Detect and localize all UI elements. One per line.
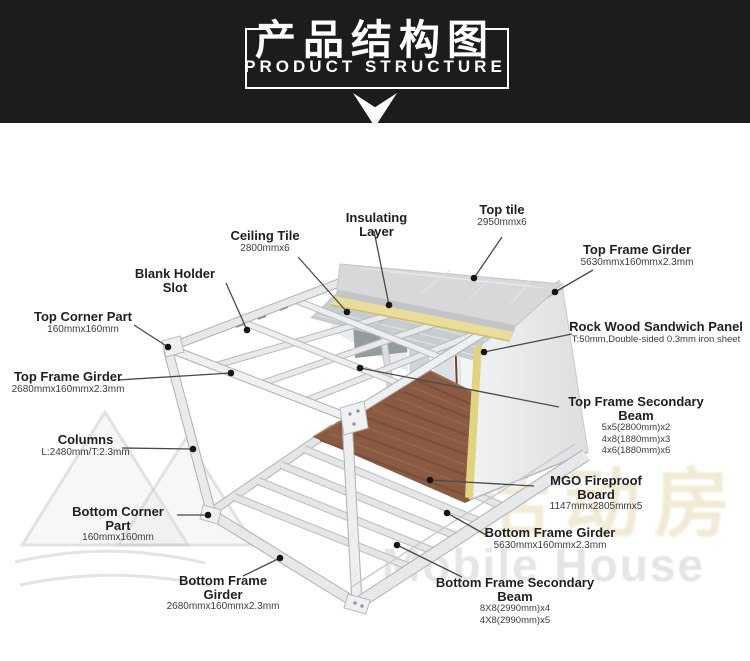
- label-bottom-frame-girder-right: Bottom Frame Girder 5630mmx160mmx2.3mm: [484, 526, 616, 552]
- page-title-english: PRODUCT STRUCTURE: [244, 57, 506, 76]
- label-spec: 2800mmx6: [240, 242, 290, 254]
- label-spec: 4x6(1880mm)x6: [601, 445, 671, 457]
- label-title: Top Frame Secondary Beam: [568, 394, 704, 423]
- label-mgo-fireproof-board: MGO Fireproof Board 1147mmx2805mmx5: [530, 474, 662, 514]
- label-spec: 160mmx160mm: [47, 323, 119, 335]
- label-rock-wool-sandwich-panel: Rock Wood Sandwich Panel T:50mm,Double-s…: [564, 320, 748, 346]
- label-top-frame-secondary-beam: Top Frame Secondary Beam 5x5(2800mm)x2 4…: [552, 395, 720, 456]
- label-title: Ceiling Tile: [230, 228, 300, 243]
- label-spec: 1147mmx2805mmx5: [549, 501, 643, 513]
- title-frame-border: [245, 28, 509, 89]
- label-title: Top tile: [479, 202, 525, 217]
- label-spec: 160mmx160mm: [82, 532, 154, 544]
- label-title: Blank Holder Slot: [134, 266, 216, 295]
- label-spec: 5630mmx160mmx2.3mm: [493, 539, 607, 551]
- label-spec: 5630mmx160mmx2.3mm: [580, 256, 694, 268]
- label-top-corner-part: Top Corner Part 160mmx160mm: [30, 310, 136, 336]
- label-spec: T:50mm,Double-sided 0.3mm iron sheet: [571, 333, 741, 345]
- label-bottom-frame-girder-left: Bottom Frame Girder 2680mmx160mmx2.3mm: [158, 574, 288, 614]
- label-title: Bottom Frame Secondary Beam: [435, 575, 595, 604]
- label-insulating-layer: Insulating Layer: [329, 211, 424, 238]
- label-spec: 4x8(1880mm)x3: [601, 433, 671, 445]
- label-title: Insulating Layer: [345, 210, 408, 239]
- label-top-frame-girder-right: Top Frame Girder 5630mmx160mmx2.3mm: [578, 243, 696, 269]
- label-title: Columns: [57, 432, 114, 447]
- label-spec: 2680mmx160mmx2.3mm: [166, 601, 280, 613]
- label-spec: 8X8(2990mm)x4: [479, 603, 551, 615]
- leader-lines: [117, 230, 594, 578]
- label-title: Bottom Frame Girder: [484, 525, 616, 540]
- label-blank-holder-slot: Blank Holder Slot: [122, 267, 228, 294]
- label-spec: L:2480mm/T:2.3mm: [41, 446, 130, 458]
- label-spec: 2680mmx160mmx2.3mm: [11, 383, 125, 395]
- label-title: Bottom Corner Part: [72, 504, 164, 533]
- label-columns: Columns L:2480mm/T:2.3mm: [38, 433, 133, 459]
- label-title: Top Corner Part: [34, 309, 132, 324]
- leader-dots: [164, 274, 559, 562]
- label-top-frame-girder-left: Top Frame Girder 2680mmx160mmx2.3mm: [8, 370, 128, 396]
- label-bottom-frame-secondary-beam: Bottom Frame Secondary Beam 8X8(2990mm)x…: [420, 576, 610, 626]
- label-top-tile: Top tile 2950mmx6: [466, 203, 538, 229]
- label-title: Rock Wood Sandwich Panel: [569, 319, 743, 334]
- label-title: Top Frame Girder: [582, 242, 692, 257]
- label-title: Bottom Frame Girder: [178, 573, 268, 602]
- label-title: MGO Fireproof Board: [550, 473, 642, 502]
- label-bottom-corner-part: Bottom Corner Part 160mmx160mm: [58, 505, 178, 545]
- insulation-strip: [331, 296, 514, 341]
- label-spec: 4X8(2990mm)x5: [479, 614, 551, 626]
- label-spec: 5x5(2800mm)x2: [601, 422, 671, 434]
- header-band: 产品结构图 PRODUCT STRUCTURE: [0, 0, 750, 127]
- label-title: Top Frame Girder: [13, 369, 123, 384]
- label-spec: 2950mmx6: [477, 216, 527, 228]
- label-ceiling-tile: Ceiling Tile 2800mmx6: [224, 229, 306, 255]
- roof-top-tile: [330, 263, 564, 342]
- page-title-chinese: 产品结构图: [255, 17, 495, 63]
